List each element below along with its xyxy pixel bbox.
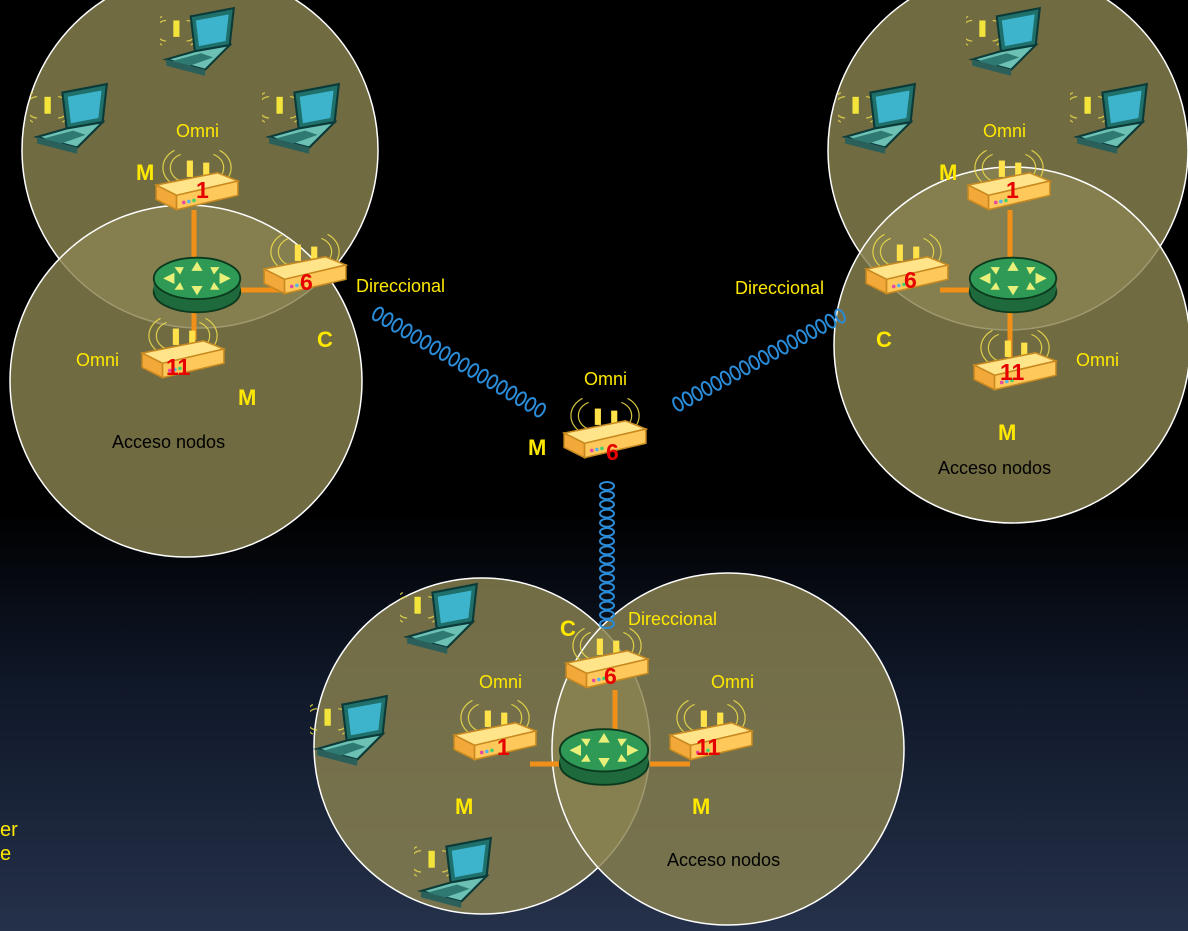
side-text-line: e — [0, 843, 12, 865]
directional-label-bottom: Direccional — [628, 609, 717, 629]
directional-link-left — [372, 306, 546, 418]
mode-label: M — [528, 435, 546, 460]
channel-label: 6 — [904, 267, 917, 293]
link-coil — [505, 385, 518, 401]
bottom-cluster-labels: C Direccional Omni Omni 6 1 11 M M Acces… — [455, 609, 780, 870]
cropped-side-text: er e — [0, 818, 30, 866]
link-coil — [729, 365, 742, 381]
link-coil — [410, 329, 423, 344]
mode-label: M — [238, 385, 256, 410]
link-coil — [599, 508, 615, 519]
link-coil — [599, 490, 615, 501]
link-coil — [691, 386, 703, 402]
channel-label: 11 — [1000, 359, 1025, 385]
channel-label: 6 — [300, 269, 313, 295]
omni-label: Omni — [983, 121, 1026, 141]
center-node-labels: Omni M 6 — [528, 369, 627, 465]
link-coil — [599, 591, 615, 602]
omni-label: Omni — [1076, 350, 1119, 370]
link-coil — [599, 600, 615, 611]
link-coil — [381, 312, 394, 328]
channel-label: 11 — [696, 734, 721, 760]
channel-label: 1 — [196, 177, 209, 203]
link-coil — [457, 357, 470, 373]
link-coil — [495, 380, 508, 395]
side-text-line: er — [0, 819, 18, 841]
mode-label: M — [455, 794, 473, 819]
link-coil — [486, 374, 499, 390]
link-coil — [767, 344, 780, 360]
mode-label: M — [998, 420, 1016, 445]
mode-label: C — [317, 327, 333, 352]
link-coil — [438, 346, 451, 361]
link-coil — [391, 317, 404, 333]
link-coil — [599, 573, 615, 583]
link-coil — [834, 308, 846, 324]
channel-label: 6 — [606, 439, 619, 465]
omni-label: Omni — [176, 121, 219, 141]
link-coil — [805, 324, 818, 339]
link-coil — [514, 391, 527, 407]
link-coil — [599, 619, 615, 629]
link-coil — [599, 536, 615, 547]
access-label: Acceso nodos — [112, 432, 225, 452]
link-coil — [524, 396, 537, 412]
link-coil — [824, 313, 837, 329]
link-coil — [757, 349, 770, 365]
link-coil — [599, 499, 615, 510]
right-cluster-labels: Omni M 1 6 C 11 Omni M Acceso nodos — [876, 121, 1119, 478]
link-coil — [796, 329, 808, 345]
link-coil — [372, 306, 384, 322]
link-coil — [400, 323, 413, 339]
link-coil — [738, 360, 751, 376]
link-coil — [419, 334, 432, 350]
access-label: Acceso nodos — [938, 458, 1051, 478]
directional-link-right — [672, 308, 846, 412]
link-coil — [534, 402, 546, 418]
left-cluster-labels: Omni M 1 6 C Omni 11 M Acceso nodos — [76, 121, 333, 452]
channel-label: 1 — [497, 734, 510, 760]
link-coil — [429, 340, 442, 356]
link-coil — [719, 370, 732, 386]
link-coil — [599, 563, 615, 574]
mode-label: M — [692, 794, 710, 819]
mode-label: C — [560, 616, 576, 641]
link-coil — [776, 339, 789, 355]
directional-label-right: Direccional — [735, 278, 824, 298]
omni-label: Omni — [711, 672, 754, 692]
router-icon — [968, 256, 1058, 314]
link-coil — [599, 517, 615, 528]
link-coil — [672, 396, 684, 412]
channel-label: 1 — [1006, 177, 1019, 203]
link-coil — [700, 381, 713, 396]
mode-label: M — [939, 160, 957, 185]
directional-label-left: Direccional — [356, 276, 445, 296]
link-coil — [599, 582, 615, 593]
router-icon — [558, 728, 650, 786]
omni-label: Omni — [584, 369, 627, 389]
link-coil — [599, 481, 615, 491]
link-coil — [448, 351, 461, 367]
link-coil — [710, 375, 722, 391]
mode-label: M — [136, 160, 154, 185]
link-coil — [815, 318, 827, 334]
router-icon — [152, 256, 242, 314]
link-coil — [748, 355, 761, 371]
omni-label: Omni — [479, 672, 522, 692]
link-coil — [476, 368, 489, 384]
link-coil — [467, 363, 480, 378]
link-coil — [599, 609, 615, 620]
channel-label: 6 — [604, 663, 617, 689]
directional-link-bottom — [599, 481, 615, 629]
link-coil — [681, 391, 694, 407]
access-label: Acceso nodos — [667, 850, 780, 870]
mode-label: C — [876, 327, 892, 352]
link-coil — [786, 334, 799, 350]
omni-label: Omni — [76, 350, 119, 370]
channel-label: 11 — [166, 354, 191, 380]
link-coil — [599, 554, 615, 565]
link-coil — [599, 545, 615, 556]
link-coil — [599, 527, 615, 537]
